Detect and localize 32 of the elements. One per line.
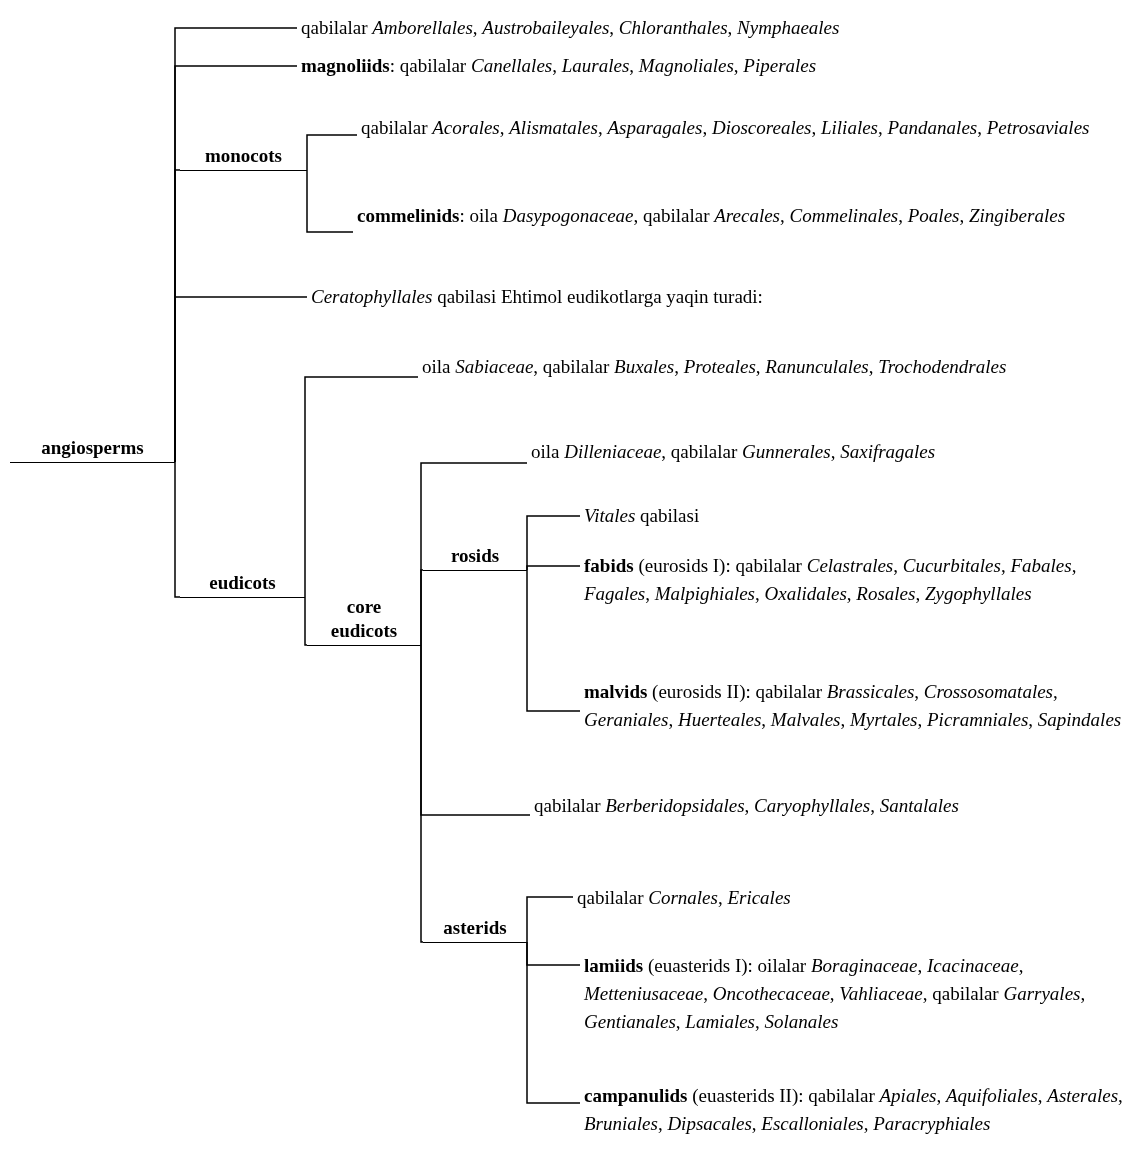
clade-label: core eudicots — [307, 585, 421, 646]
tree-branch-line — [526, 565, 581, 571]
tree-branch-line — [306, 169, 354, 233]
clade-label: eudicots — [180, 568, 305, 598]
tree-branch-line — [526, 569, 581, 712]
tree-branch-line — [526, 941, 581, 1104]
clade-label: monocots — [180, 142, 307, 171]
taxon-list-text: oila Dilleniaceae, qabilalar Gunnerales, Saxifragales — [527, 438, 1122, 466]
tree-branch-line — [304, 376, 419, 598]
tree-branch-line — [174, 461, 181, 598]
tree-branch-line — [420, 569, 424, 646]
taxon-list-text: fabids (eurosids I): qabilalar Celastrales, Cucurbitales, Fabales, Fagales, Malpighiales, Oxalidales, Rosales, Zygophyllales — [580, 552, 1128, 608]
tree-branch-line — [304, 596, 308, 646]
taxon-list-text: qabilalar Cornales, Ericales — [573, 884, 1123, 912]
taxon-list-text: qabilalar Berberidopsidales, Caryophyllales, Santalales — [530, 792, 1125, 820]
taxon-list-text: Ceratophyllales qabilasi Ehtimol eudikotlarga yaqin turadi: — [307, 283, 1127, 311]
taxon-list-text: malvids (eurosids II): qabilalar Brassicales, Crossosomatales, Geraniales, Huerteales, Malvales, Myrtales, Picramniales, Sapindales — [580, 678, 1128, 734]
tree-branch-line — [306, 134, 358, 171]
taxon-list-text: qabilalar Amborellales, Austrobaileyales, Chloranthales, Nymphaeales — [297, 14, 1127, 42]
tree-branch-line — [174, 296, 308, 463]
taxon-list-text: magnoliids: qabilalar Canellales, Laurales, Magnoliales, Piperales — [297, 52, 1127, 80]
taxon-list-text: commelinids: oila Dasypogonaceae, qabilalar Arecales, Commelinales, Poales, Zingiberales — [353, 202, 1123, 230]
clade-label: asterids — [423, 912, 527, 943]
tree-branch-line — [420, 644, 424, 943]
clade-label: angiosperms — [10, 434, 175, 463]
taxon-list-text: oila Sabiaceae, qabilalar Buxales, Proteales, Ranunculales, Trochodendrales — [418, 353, 1118, 381]
clade-label: rosids — [423, 540, 527, 571]
taxon-list-text: Vitales qabilasi — [580, 502, 1125, 530]
taxon-list-text: lamiids (euasterids I): oilalar Boraginaceae, Icacinaceae, Metteniusaceae, Oncothecaceae, Vahliaceae, qabilalar Garryales, Gentianales, Lamiales, Solanales — [580, 952, 1130, 1036]
tree-branch-line — [526, 896, 574, 943]
taxon-list-text: campanulids (euasterids II): qabilalar Apiales, Aquifoliales, Asterales, Bruniales, Dipsacales, Escalloniales, Paracryphiales — [580, 1082, 1130, 1138]
taxon-list-text: qabilalar Acorales, Alismatales, Asparagales, Dioscoreales, Liliales, Pandanales, Petrosaviales — [357, 114, 1117, 142]
